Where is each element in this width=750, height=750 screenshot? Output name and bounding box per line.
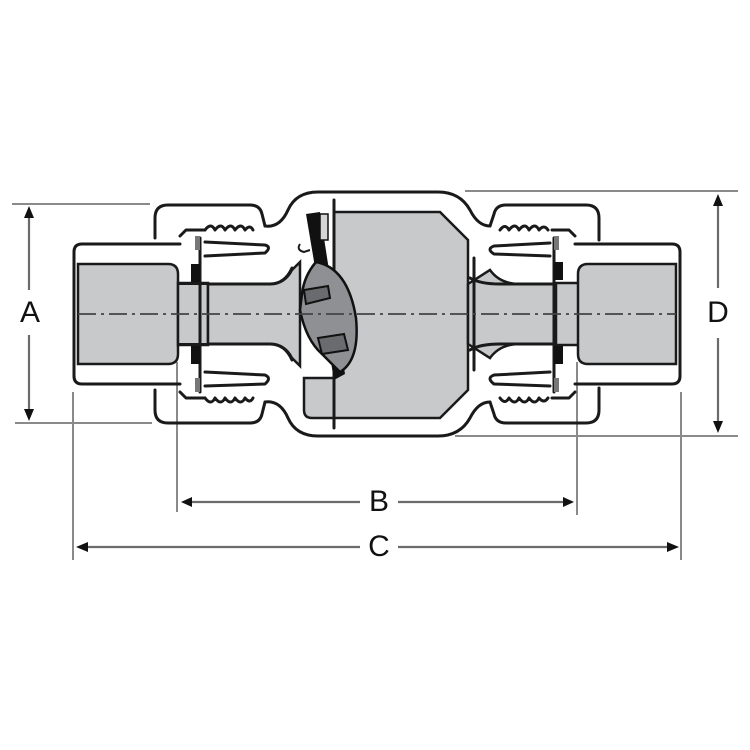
right-union-nut (488, 203, 601, 425)
dimension-label-d: D (707, 296, 729, 329)
left-end-connector (72, 242, 182, 386)
dimension-d: D (455, 190, 738, 437)
dimension-label-c: C (368, 530, 390, 563)
right-oring-bottom (554, 346, 563, 364)
swing-disc (297, 212, 358, 380)
left-union-nut (153, 203, 267, 425)
right-oring-top (554, 262, 563, 280)
dimension-label-b: B (369, 485, 389, 518)
dimension-b: B (176, 362, 578, 518)
dimension-label-a: A (20, 296, 40, 329)
left-oring-top (191, 264, 200, 282)
left-oring-bottom (191, 346, 200, 364)
dimension-c: C (72, 392, 682, 563)
right-end-connector (573, 242, 682, 386)
dimension-a: A (12, 203, 152, 424)
